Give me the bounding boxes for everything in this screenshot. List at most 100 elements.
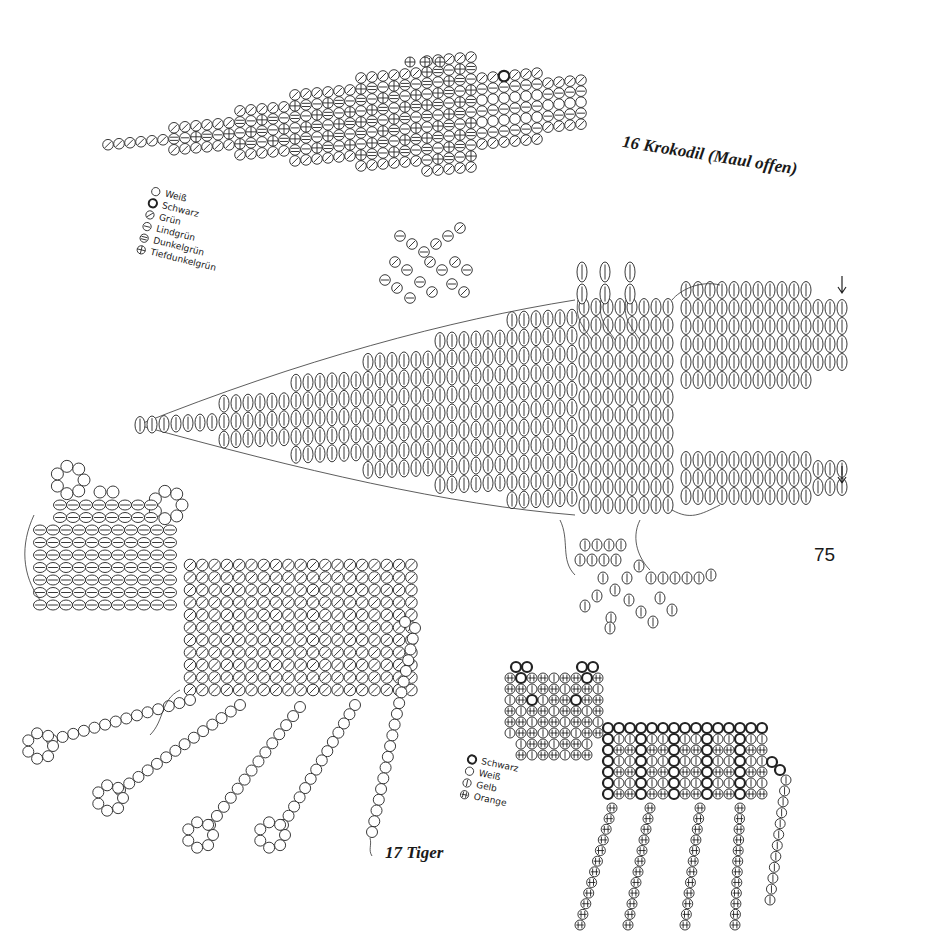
bead xyxy=(651,389,661,406)
bead xyxy=(209,647,221,659)
arrow-mark xyxy=(838,276,846,293)
bead xyxy=(411,441,421,458)
bead xyxy=(246,584,258,596)
bead xyxy=(555,400,565,417)
bead xyxy=(334,86,345,97)
bead xyxy=(183,415,193,432)
bead xyxy=(47,588,60,598)
bead xyxy=(339,444,349,461)
bead xyxy=(435,441,445,458)
bead xyxy=(777,282,787,299)
bead xyxy=(197,559,209,571)
bead xyxy=(555,418,565,435)
bead xyxy=(411,68,422,79)
bead xyxy=(378,71,389,82)
bead-outline xyxy=(543,100,554,111)
bead xyxy=(663,461,673,478)
bead xyxy=(389,114,400,125)
bead xyxy=(246,116,257,127)
bead xyxy=(94,486,106,498)
bead xyxy=(627,389,637,406)
bead xyxy=(567,345,577,362)
bead xyxy=(356,117,367,128)
bead xyxy=(433,77,444,88)
bead xyxy=(356,150,367,161)
bead xyxy=(433,132,444,143)
bead-outline xyxy=(433,66,444,77)
bead xyxy=(387,370,397,387)
bead xyxy=(171,488,183,500)
bead xyxy=(543,328,553,345)
bead xyxy=(579,371,589,388)
bead xyxy=(825,300,835,317)
bead xyxy=(138,538,151,548)
bead xyxy=(312,88,323,99)
bead xyxy=(471,475,481,492)
bead xyxy=(444,120,455,131)
bead xyxy=(615,479,625,496)
bead xyxy=(315,391,325,408)
bead xyxy=(176,499,188,511)
bead xyxy=(291,428,301,445)
bead xyxy=(73,463,85,475)
bead xyxy=(169,144,180,155)
bead-outline xyxy=(521,91,532,102)
bead xyxy=(67,500,80,510)
bead xyxy=(765,452,775,469)
bead xyxy=(411,459,421,476)
bead xyxy=(279,411,289,428)
bead xyxy=(351,444,361,461)
bead xyxy=(663,299,673,316)
bead xyxy=(729,318,739,335)
bead xyxy=(729,470,739,487)
bead xyxy=(567,435,577,452)
bead xyxy=(567,453,577,470)
bead xyxy=(663,425,673,442)
bead xyxy=(753,336,763,353)
bead xyxy=(837,300,847,317)
bead xyxy=(447,458,457,475)
bead xyxy=(73,563,86,573)
bead xyxy=(125,137,136,148)
bead xyxy=(567,489,577,506)
bead xyxy=(147,135,158,146)
bead xyxy=(663,317,673,334)
bead xyxy=(543,490,553,507)
bead xyxy=(741,470,751,487)
bead xyxy=(765,372,775,389)
bead xyxy=(411,112,422,123)
bead xyxy=(209,684,221,696)
bead xyxy=(477,73,488,84)
bead xyxy=(471,403,481,420)
bead xyxy=(47,575,60,585)
bead xyxy=(459,476,469,493)
bead xyxy=(565,76,576,87)
bead xyxy=(47,550,60,560)
bead xyxy=(543,382,553,399)
bead xyxy=(801,488,811,505)
bead xyxy=(789,336,799,353)
bead xyxy=(459,386,469,403)
bead xyxy=(705,300,715,317)
bead xyxy=(499,126,510,137)
bead xyxy=(387,442,397,459)
bead xyxy=(450,257,461,268)
bead xyxy=(312,110,323,121)
bead xyxy=(420,57,430,67)
bead xyxy=(184,647,196,659)
bead xyxy=(399,460,409,477)
bead xyxy=(197,609,209,621)
bead xyxy=(519,455,529,472)
bead xyxy=(99,563,112,573)
bead-outline xyxy=(356,128,367,139)
bead xyxy=(603,425,613,442)
bead xyxy=(339,372,349,389)
bead xyxy=(488,83,499,94)
bead xyxy=(705,488,715,505)
bead xyxy=(224,118,235,129)
bead xyxy=(209,672,221,684)
bead xyxy=(717,282,727,299)
bead xyxy=(60,525,73,535)
bead xyxy=(34,550,47,560)
bead xyxy=(813,354,823,371)
